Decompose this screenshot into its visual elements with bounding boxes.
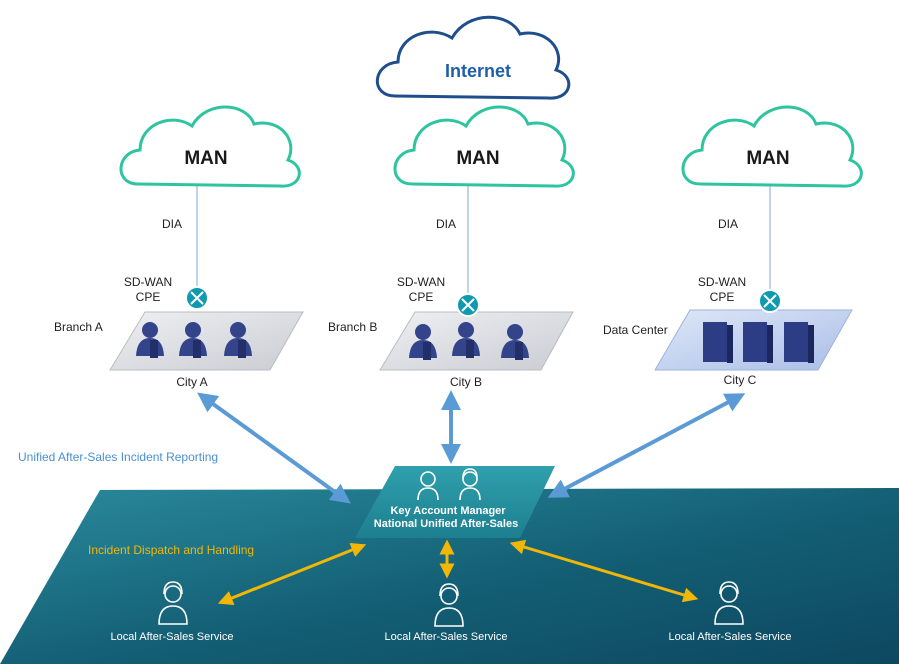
- city-label-a: City A: [176, 375, 207, 389]
- site-label-a: Branch A: [54, 320, 103, 334]
- center-box: [355, 466, 555, 538]
- support-agent-icon: [714, 581, 744, 625]
- man-cloud-a: MAN: [119, 105, 301, 188]
- router-icon: [758, 289, 782, 313]
- center-line2: National Unified After-Sales: [374, 518, 518, 530]
- user-icon: [136, 322, 252, 358]
- man-cloud-c: MAN: [681, 105, 863, 188]
- dispatch-label: Incident Dispatch and Handling: [88, 543, 254, 557]
- agent-icon: [417, 468, 481, 501]
- report-arrow-a: [197, 392, 351, 504]
- site-label-b: Branch B: [328, 320, 377, 334]
- support-agent-icon: [158, 581, 188, 625]
- dispatch-arrow-right: [509, 539, 699, 603]
- dia-label-a: DIA: [162, 217, 182, 231]
- reporting-label: Unified After-Sales Incident Reporting: [18, 450, 218, 464]
- cpe-label-c-line1: SD-WAN: [698, 275, 746, 289]
- man-label-b: MAN: [456, 148, 499, 169]
- cpe-label-c-line2: CPE: [710, 290, 735, 304]
- man-label-a: MAN: [184, 148, 227, 169]
- local-service-label-3: Local After-Sales Service: [669, 631, 792, 643]
- report-arrow-c: [547, 393, 746, 498]
- router-icon: [185, 286, 209, 310]
- cpe-label-a-line2: CPE: [136, 290, 161, 304]
- site-pad-b: [379, 311, 574, 371]
- center-line1: Key Account Manager: [390, 505, 506, 517]
- cpe-label-b-line2: CPE: [409, 290, 434, 304]
- router-icon: [456, 293, 480, 317]
- user-icon: [409, 322, 529, 360]
- man-cloud-b: MAN: [393, 105, 575, 188]
- internet-label: Internet: [445, 61, 511, 81]
- dia-label-c: DIA: [718, 217, 738, 231]
- dispatch-arrow-left: [217, 542, 367, 606]
- server-icon: [703, 322, 814, 363]
- cpe-label-a-line1: SD-WAN: [124, 275, 172, 289]
- dia-label-b: DIA: [436, 217, 456, 231]
- site-label-c: Data Center: [603, 323, 668, 337]
- cpe-label-b-line1: SD-WAN: [397, 275, 445, 289]
- city-label-b: City B: [450, 375, 482, 389]
- city-label-c: City C: [724, 373, 757, 387]
- local-service-label-1: Local After-Sales Service: [111, 631, 234, 643]
- man-label-c: MAN: [746, 148, 789, 169]
- internet-cloud: Internet: [375, 15, 571, 100]
- site-pad-a: [109, 311, 304, 371]
- local-service-label-2: Local After-Sales Service: [385, 631, 508, 643]
- support-agent-icon: [434, 583, 464, 627]
